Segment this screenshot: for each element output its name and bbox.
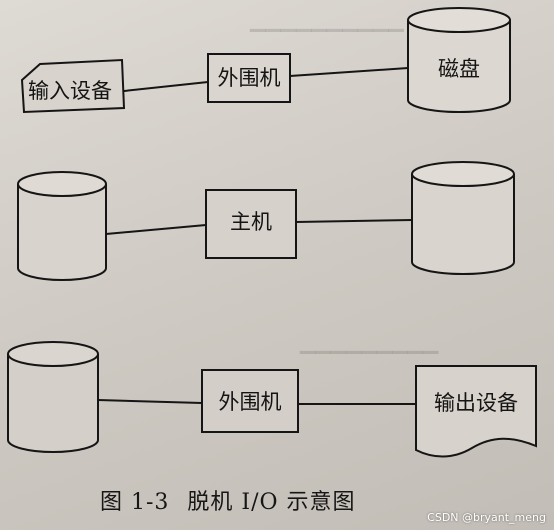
connector-tape-to-peripheral <box>97 399 203 404</box>
disk-label: 磁盘 <box>438 57 480 81</box>
host-node: 主机 <box>205 189 297 259</box>
peripheral-label-bottom: 外围机 <box>219 390 282 414</box>
connector-tape-to-host <box>105 224 207 235</box>
connector-peripheral-to-disk <box>289 67 409 77</box>
peripheral-label-top: 外围机 <box>218 66 281 90</box>
output-device-node: 输出设备 <box>415 365 537 458</box>
csdn-watermark: CSDN @bryant_meng <box>427 511 546 524</box>
connector-input-to-peripheral <box>123 81 209 92</box>
disk-node: 磁盘 <box>407 7 511 113</box>
tape-cylinder-right-middle <box>411 161 515 275</box>
output-device-label: 输出设备 <box>434 391 518 415</box>
input-device-node: 输入设备 <box>20 58 126 114</box>
figure-caption: 图 1-3 脱机 I/O 示意图 <box>100 484 420 516</box>
tape-cylinder-left-middle <box>17 171 107 281</box>
figure-title: 脱机 I/O 示意图 <box>187 490 356 515</box>
tape-cylinder-left-bottom <box>7 341 99 453</box>
figure-number: 图 1-3 <box>100 490 170 515</box>
input-device-label: 输入设备 <box>28 79 112 103</box>
connector-host-to-tape <box>295 219 413 223</box>
peripheral-node-top: 外围机 <box>207 53 291 103</box>
host-label: 主机 <box>230 210 272 234</box>
peripheral-node-bottom: 外围机 <box>201 369 299 433</box>
